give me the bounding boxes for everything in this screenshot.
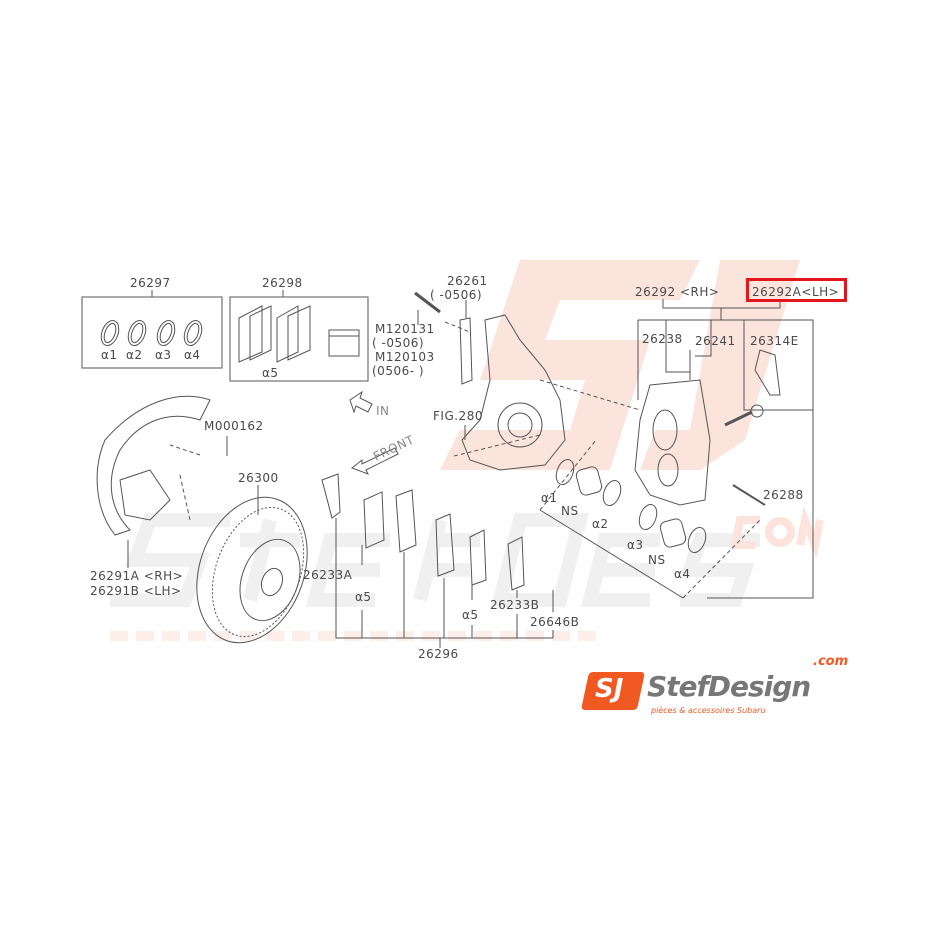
- knuckle-drawing: [414, 291, 566, 471]
- watermark-dotcom: [730, 506, 824, 559]
- logo-name: StefDesign: [647, 670, 811, 703]
- label-26292-rh: 26292 <RH>: [635, 285, 720, 299]
- label-26291b: 26291B <LH>: [90, 584, 182, 598]
- label-m120103-note: (0506- ): [372, 364, 425, 378]
- label-a5-left: α5: [355, 590, 372, 604]
- caliper-drawing: [634, 349, 781, 506]
- highlight-box: [746, 278, 847, 302]
- brake-rotor-drawing: [196, 496, 308, 644]
- label-caliper-a2: α2: [592, 517, 609, 531]
- label-m000162: M000162: [204, 419, 264, 433]
- brake-pads-drawing: [321, 473, 525, 591]
- label-ns-2: NS: [648, 553, 666, 567]
- seal-rings: [100, 319, 203, 347]
- label-26298: 26298: [262, 276, 303, 290]
- logo-dotcom: .com: [813, 654, 849, 669]
- label-26261-note: ( -0506): [430, 288, 483, 302]
- label-26238: 26238: [642, 332, 683, 346]
- label-a5: α5: [262, 366, 279, 380]
- pad-kit-box: [229, 296, 369, 382]
- piston-seals-drawing: [555, 458, 707, 554]
- label-a1: α1: [101, 348, 118, 362]
- label-m120131-note: ( -0506): [372, 336, 425, 350]
- logo-mark-text: SJ: [595, 674, 624, 704]
- label-26233b: 26233B: [490, 598, 540, 612]
- label-26261: 26261: [447, 274, 488, 288]
- label-caliper-a1: α1: [541, 491, 558, 505]
- label-26300: 26300: [238, 471, 279, 485]
- label-26291a: 26291A <RH>: [90, 569, 184, 583]
- label-m120103: M120103: [375, 350, 435, 364]
- label-26233a: 26233A: [303, 568, 353, 582]
- label-26292a-lh: 26292A<LH>: [752, 285, 840, 299]
- label-26241: 26241: [695, 334, 736, 348]
- label-caliper-a4: α4: [674, 567, 691, 581]
- label-fig280: FIG.280: [433, 409, 483, 423]
- backing-plate-drawing: [96, 395, 211, 536]
- label-26314e: 26314E: [750, 334, 799, 348]
- label-26297: 26297: [130, 276, 171, 290]
- in-arrow: [349, 390, 373, 414]
- label-a5-right: α5: [462, 608, 479, 622]
- label-m120131: M120131: [375, 322, 435, 336]
- label-a3: α3: [155, 348, 172, 362]
- logo-tagline: pièces & accessoires Subaru: [651, 706, 766, 715]
- front-arrow: [351, 447, 399, 475]
- label-caliper-a3: α3: [627, 538, 644, 552]
- label-26288: 26288: [763, 488, 804, 502]
- label-in: IN: [376, 404, 390, 418]
- label-ns-1: NS: [561, 504, 579, 518]
- label-26646b: 26646B: [530, 615, 580, 629]
- watermark-text: [110, 513, 760, 607]
- label-a4: α4: [184, 348, 201, 362]
- watermark-logo-mark: [440, 260, 800, 470]
- label-a2: α2: [126, 348, 143, 362]
- shims: [238, 305, 360, 363]
- label-26296: 26296: [418, 647, 459, 661]
- stefdesign-logo: SJ StefDesign .com pièces & accessoires …: [580, 654, 850, 718]
